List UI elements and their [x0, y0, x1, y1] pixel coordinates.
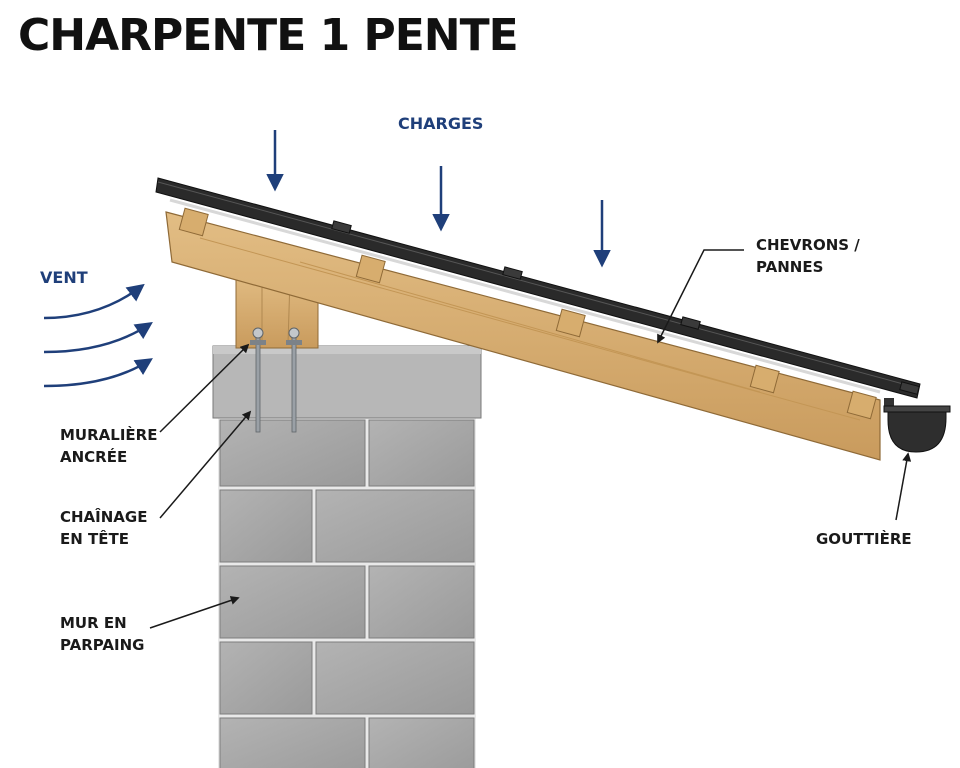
block	[368, 419, 475, 487]
battens	[178, 207, 877, 420]
label-chevrons-line2: PANNES	[756, 258, 824, 276]
rafter	[165, 211, 881, 461]
block	[368, 565, 475, 639]
label-chainage-line1: CHAÎNAGE	[60, 508, 148, 526]
leader-lines	[149, 249, 912, 629]
block	[219, 641, 313, 715]
leader-chainage	[159, 410, 252, 519]
label-muraliere-line1: MURALIÈRE	[60, 426, 158, 444]
label-mur-line1: MUR EN	[60, 614, 127, 632]
label-gouttiere: GOUTTIÈRE	[816, 530, 912, 548]
label-mur: MUR EN PARPAING	[60, 612, 144, 656]
block-wall	[218, 418, 476, 768]
leader-mur	[149, 596, 240, 629]
label-charges: CHARGES	[398, 114, 484, 133]
block	[219, 565, 366, 639]
bond-beam	[212, 345, 482, 419]
label-muraliere-line2: ANCRÉE	[60, 448, 128, 466]
block	[219, 717, 366, 768]
gutter	[883, 398, 951, 453]
roof-panel	[155, 177, 921, 399]
block	[368, 717, 475, 768]
label-chevrons-line1: CHEVRONS /	[756, 236, 860, 254]
wind-arrow	[43, 358, 153, 388]
leader-gouttiere	[895, 452, 912, 521]
wind-arrow	[43, 283, 145, 320]
label-chainage: CHAÎNAGE EN TÊTE	[60, 506, 147, 550]
leader-muraliere	[159, 343, 250, 433]
anchor-bolts	[250, 327, 302, 433]
block	[219, 489, 313, 563]
wind-arrow	[43, 322, 153, 354]
label-chainage-line2: EN TÊTE	[60, 530, 129, 548]
block	[315, 489, 475, 563]
leader-chevrons	[657, 249, 744, 344]
block	[315, 641, 475, 715]
label-vent: VENT	[40, 268, 88, 287]
load-arrows	[266, 130, 611, 268]
label-muraliere: MURALIÈRE ANCRÉE	[60, 424, 157, 468]
label-chevrons: CHEVRONS / PANNES	[756, 234, 860, 278]
wind-arrows	[43, 283, 153, 388]
page-title: CHARPENTE 1 PENTE	[18, 10, 519, 61]
label-mur-line2: PARPAING	[60, 636, 145, 654]
